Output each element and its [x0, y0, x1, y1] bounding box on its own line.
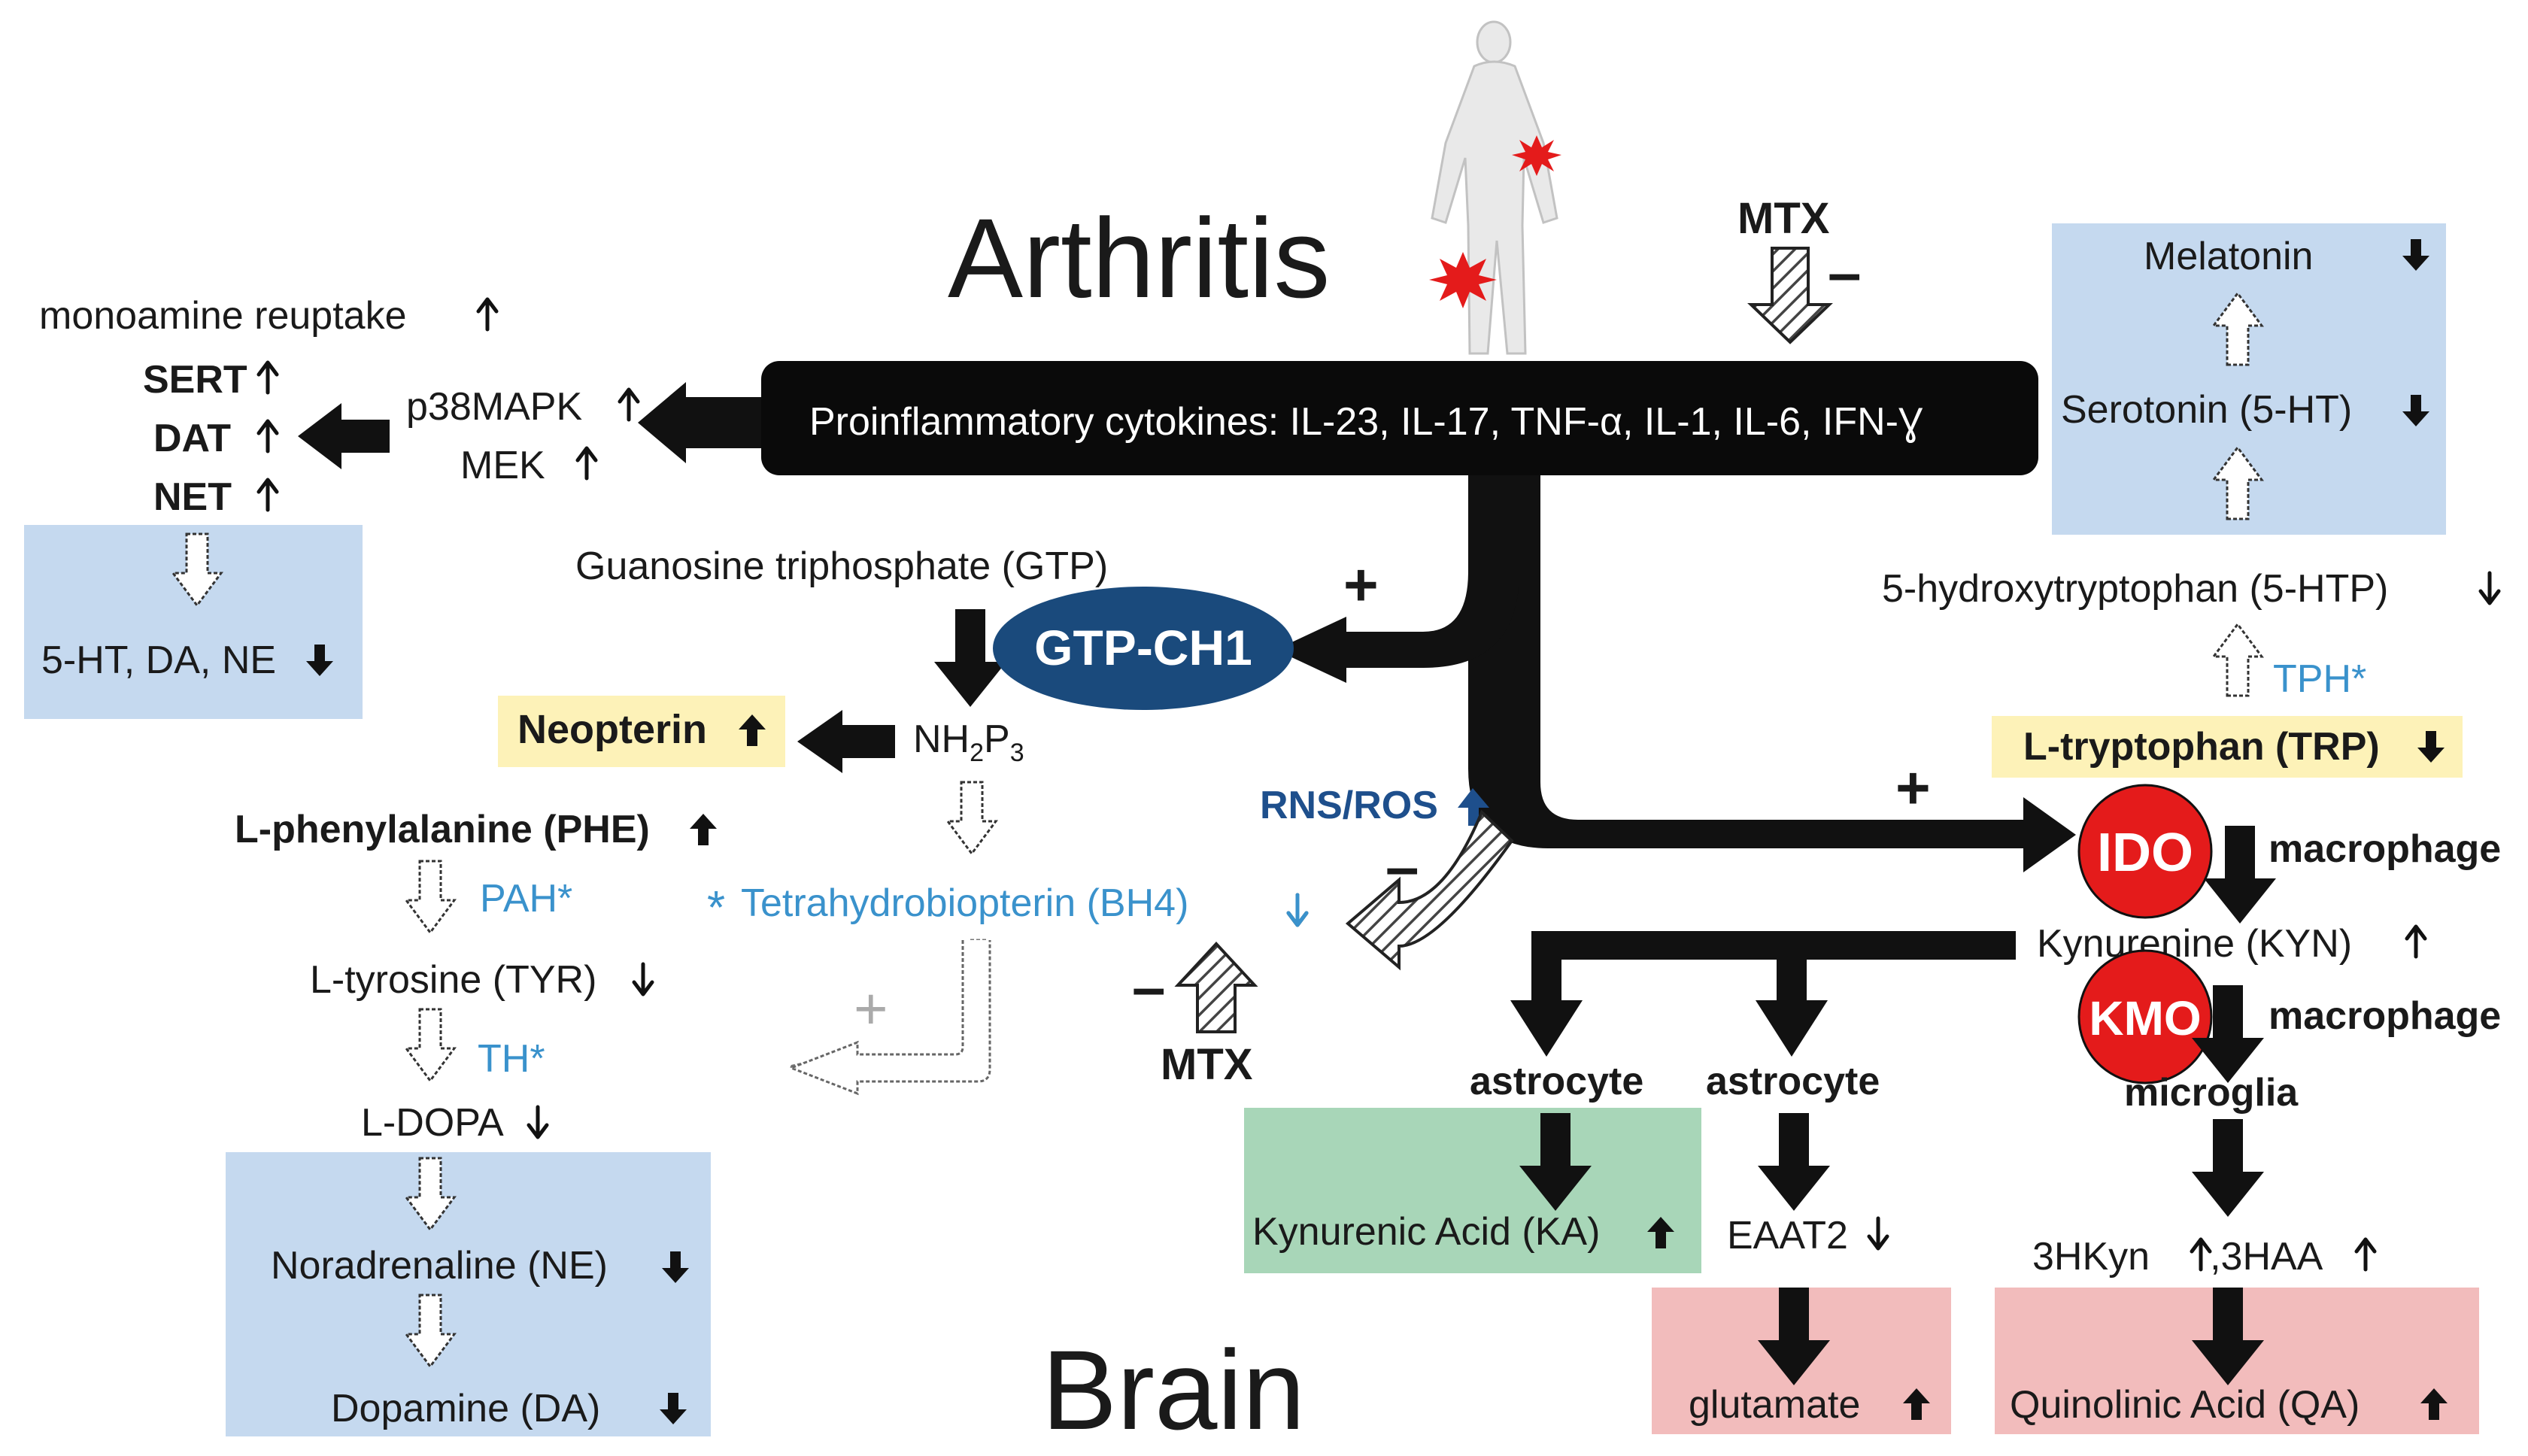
neopterin-label: Neopterin	[517, 707, 707, 752]
cofactor-plus-sign: +	[854, 975, 888, 1042]
th-label: TH*	[478, 1037, 545, 1081]
mtx-top-hatched-arrow	[1747, 247, 1833, 344]
sert-label: SERT	[143, 358, 247, 402]
trp-label: L-tryptophan (TRP)	[2023, 725, 2380, 769]
ka-label: Kynurenic Acid (KA)	[1252, 1210, 1600, 1254]
mtx-mid-hatched-arrow	[1174, 942, 1258, 1033]
kyn-branch-bar	[1531, 931, 2016, 978]
down-arrow-icon	[634, 964, 652, 994]
neopterin-box	[498, 696, 785, 767]
rns-ros-up-arrow-icon	[1458, 788, 1489, 826]
bh4-star: *	[707, 882, 725, 934]
hollow-arrow-icon	[946, 781, 997, 855]
eaat2-label: EAAT2	[1727, 1214, 1848, 1257]
arrow-kinases-to-transporters	[298, 403, 390, 469]
down-arrow-icon	[1758, 1113, 1830, 1211]
dat-label: DAT	[153, 417, 231, 460]
mek-label: MEK	[460, 444, 545, 487]
hollow-arrow-icon	[405, 1008, 456, 1082]
gtp-ch1-plus-sign: +	[1343, 551, 1379, 618]
arrow-to-astrocyte-1	[1510, 933, 1583, 1057]
tph-label: TPH*	[2273, 657, 2366, 701]
ne-label: Noradrenaline (NE)	[271, 1244, 608, 1288]
melatonin-label: Melatonin	[2144, 235, 2313, 278]
astrocyte-2-label: astrocyte	[1706, 1060, 1880, 1103]
cytokine-trunk	[1468, 475, 2031, 848]
down-arrow-icon	[2192, 1119, 2264, 1217]
arrow-to-neopterin	[797, 710, 895, 773]
hollow-arrow-icon	[405, 860, 456, 934]
gtp-ch1-enzyme	[993, 587, 1294, 710]
up-arrow-icon	[620, 390, 638, 420]
ka-box	[1244, 1108, 1701, 1273]
catecholamine-box	[226, 1152, 711, 1436]
up-arrow-icon	[259, 421, 277, 451]
kmo-label: KMO	[2089, 991, 2201, 1045]
down-arrow-icon	[529, 1107, 547, 1137]
hollow-arrow-icon	[2212, 623, 2263, 697]
htp-label: 5-hydroxytryptophan (5-HTP)	[1882, 567, 2388, 611]
up-arrow-icon	[259, 480, 277, 510]
bh4-cofactor-outline	[788, 940, 991, 1096]
cytokine-bar	[761, 361, 2038, 475]
up-arrow-icon	[2192, 1239, 2210, 1269]
monoamine-reuptake-label: monoamine reuptake	[39, 294, 407, 338]
monoamine-result-label: 5-HT, DA, NE	[41, 639, 276, 682]
gtp-label: Guanosine triphosphate (GTP)	[575, 544, 1108, 588]
arthritis-heading: Arthritis	[948, 195, 1330, 321]
kmo-microglia-label: microglia	[2124, 1071, 2299, 1115]
gtp-ch1-label: GTP-CH1	[1034, 620, 1252, 675]
net-label: NET	[153, 475, 232, 519]
down-arrow-icon	[2481, 573, 2499, 603]
qa-label: Quinolinic Acid (QA)	[2010, 1383, 2360, 1427]
hkyn-label: 3HKyn,3HAA	[2032, 1235, 2323, 1279]
up-arrow-icon	[2357, 1239, 2375, 1269]
cytokine-label: Proinflammatory cytokines: IL-23, IL-17,…	[809, 400, 1923, 444]
mtx-top-label: MTX	[1737, 194, 1830, 243]
kmo-macrophage-label: macrophage	[2269, 994, 2501, 1038]
down-arrow-icon	[2204, 826, 2276, 924]
mtx-top-sign: –	[1828, 239, 1862, 306]
da-label: Dopamine (DA)	[331, 1387, 600, 1430]
dopa-label: L-DOPA	[361, 1101, 504, 1145]
rns-ros-hatched-arrow	[1345, 809, 1514, 971]
bh4-down-arrow-icon	[1286, 893, 1309, 927]
trp-box	[1992, 716, 2463, 778]
up-arrow-icon	[259, 362, 277, 393]
p38mapk-label: p38MAPK	[406, 385, 582, 429]
phe-label: L-phenylalanine (PHE)	[235, 808, 650, 851]
astrocyte-1-label: astrocyte	[1470, 1060, 1643, 1103]
kyn-label: Kynurenine (KYN)	[2037, 922, 2352, 966]
human-figure-icon	[1429, 20, 1561, 355]
inflammation-burst-icon	[1512, 135, 1561, 176]
kmo-enzyme	[2077, 949, 2213, 1084]
mtx-mid-sign: –	[1132, 954, 1166, 1021]
serotonin-label: Serotonin (5-HT)	[2061, 388, 2352, 432]
up-arrow-icon	[478, 299, 496, 329]
tyr-label: L-tyrosine (TYR)	[310, 958, 596, 1002]
inflammation-burst-icon	[1429, 252, 1497, 308]
bh4-label: Tetrahydrobiopterin (BH4)	[741, 881, 1188, 925]
down-arrow-icon	[1869, 1218, 1887, 1248]
up-arrow-icon	[2407, 927, 2425, 957]
arrow-to-ido	[2023, 797, 2076, 872]
ido-label: IDO	[2097, 823, 2193, 883]
ido-macrophage-label: macrophage	[2269, 827, 2501, 871]
pah-label: PAH*	[480, 877, 572, 921]
arrow-to-astrocyte-2	[1756, 944, 1828, 1057]
rns-ros-label: RNS/ROS	[1260, 784, 1438, 827]
ido-plus-sign: +	[1895, 754, 1931, 821]
arrow-to-kinases	[638, 382, 761, 463]
arrow-to-gtp-ch1	[1276, 526, 1519, 683]
mtx-mid-label: MTX	[1161, 1040, 1253, 1089]
up-arrow-icon	[690, 814, 717, 845]
nh2p3-label: NH2P3	[913, 717, 1024, 767]
glutamate-label: glutamate	[1689, 1383, 1860, 1427]
ido-enzyme	[2077, 784, 2213, 919]
up-arrow-icon	[578, 448, 596, 478]
brain-heading: Brain	[1042, 1327, 1305, 1453]
